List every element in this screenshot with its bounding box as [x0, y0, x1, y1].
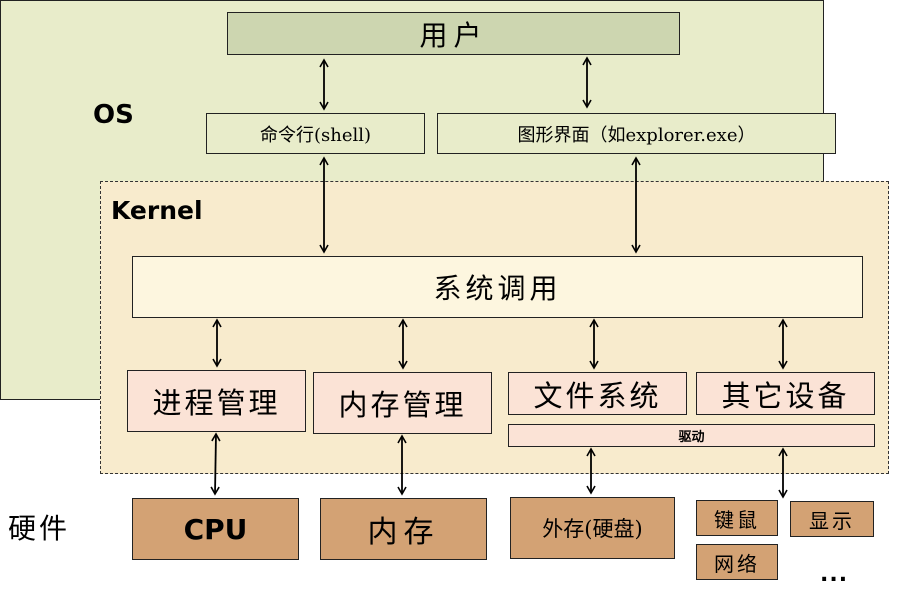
syscall-label: 系统调用	[433, 272, 562, 305]
syscall-box: 系统调用	[132, 256, 863, 318]
gui-label: 图形界面（如explorer.exe）	[517, 124, 756, 146]
cpu-box: CPU	[132, 498, 299, 560]
process-management-box: 进程管理	[127, 370, 306, 432]
hardware-item-label: 外存(硬盘)	[542, 517, 643, 541]
memory-box: 内存	[320, 498, 487, 560]
display-box: 显示	[790, 501, 874, 537]
module-label: 文件系统	[533, 378, 662, 413]
hardware-item-label: CPU	[183, 512, 248, 546]
module-label: 内存管理	[338, 388, 467, 422]
kernel-label: Kernel	[111, 196, 203, 225]
network-box: 网络	[696, 544, 778, 580]
gui-box: 图形界面（如explorer.exe）	[437, 113, 836, 154]
driver-label: 驱动	[678, 430, 705, 445]
driver-box: 驱动	[508, 424, 875, 447]
file-system-box: 文件系统	[508, 372, 687, 415]
module-label: 进程管理	[152, 386, 281, 420]
user-label: 用户	[419, 18, 488, 52]
hardware-item-label: 网络	[714, 551, 760, 576]
hardware-item-label: 显示	[809, 508, 855, 533]
more-ellipsis: ...	[820, 562, 849, 587]
hardware-item-label: 内存	[367, 515, 440, 550]
module-label: 其它设备	[721, 378, 850, 413]
keyboard-mouse-box: 键鼠	[696, 500, 778, 536]
user-box: 用户	[227, 12, 680, 55]
shell-box: 命令行(shell)	[206, 113, 425, 154]
hardware-label: 硬件	[8, 512, 71, 545]
hardware-item-label: 键鼠	[714, 507, 760, 532]
other-devices-box: 其它设备	[696, 372, 875, 415]
disk-box: 外存(硬盘)	[510, 497, 675, 559]
os-label: OS	[93, 100, 134, 130]
memory-management-box: 内存管理	[313, 372, 492, 434]
shell-label: 命令行(shell)	[259, 124, 372, 146]
